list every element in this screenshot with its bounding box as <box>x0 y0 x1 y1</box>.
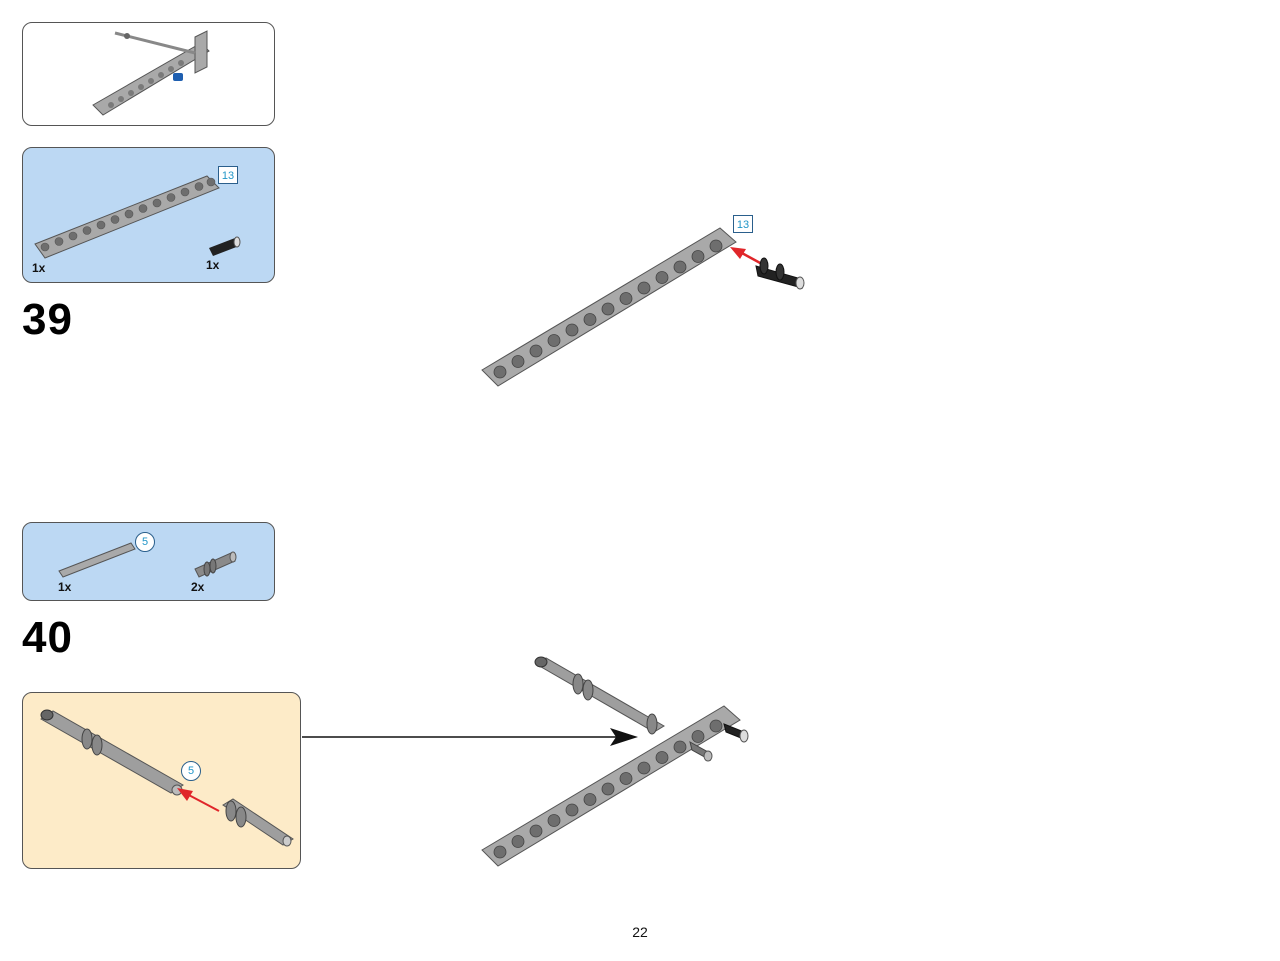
step-40-axle-icon <box>534 656 665 735</box>
second-axle-pin-icon <box>222 798 294 847</box>
axle-quantity: 1x <box>58 580 72 594</box>
axle-pin-quantity: 2x <box>191 580 205 594</box>
axle-length-callout: 5 <box>135 532 155 552</box>
step-39-parts-illustration <box>34 175 241 259</box>
step-39-number: 39 <box>22 295 73 344</box>
previous-assembly-illustration <box>92 30 210 116</box>
axle-with-pin-icon <box>40 709 184 796</box>
step-39-parts-panel: 13 1x 1x <box>22 147 275 283</box>
subassembly-pointer-arrow-icon <box>302 728 638 746</box>
beam-quantity: 1x <box>32 261 46 275</box>
axle-pin-icon <box>194 551 237 578</box>
step-39-red-arrow-icon <box>730 247 763 266</box>
step-39-connector-pin-icon <box>755 257 805 290</box>
step-40-number: 40 <box>22 613 73 662</box>
subassembly-axle-callout: 5 <box>181 761 201 781</box>
beam-13-icon <box>34 175 220 259</box>
beam-length-callout: 13 <box>218 166 238 184</box>
page-number: 22 <box>632 924 648 940</box>
step-40-parts-panel: 5 1x 2x <box>22 522 275 601</box>
axle-5-icon <box>58 542 136 578</box>
step-40-beam-icon <box>481 705 741 867</box>
red-arrow-icon <box>177 788 220 812</box>
step-40-pins-icon <box>689 723 749 762</box>
connector-pin-icon <box>209 236 241 256</box>
subassembly-illustration <box>40 709 294 847</box>
previous-step-panel <box>22 22 275 126</box>
step-40-subassembly-panel: 5 <box>22 692 301 869</box>
step-40-parts-illustration <box>58 542 237 578</box>
pin-quantity: 1x <box>206 258 220 272</box>
step-39-beam-icon <box>481 227 737 387</box>
step-39-beam-callout: 13 <box>733 215 753 233</box>
